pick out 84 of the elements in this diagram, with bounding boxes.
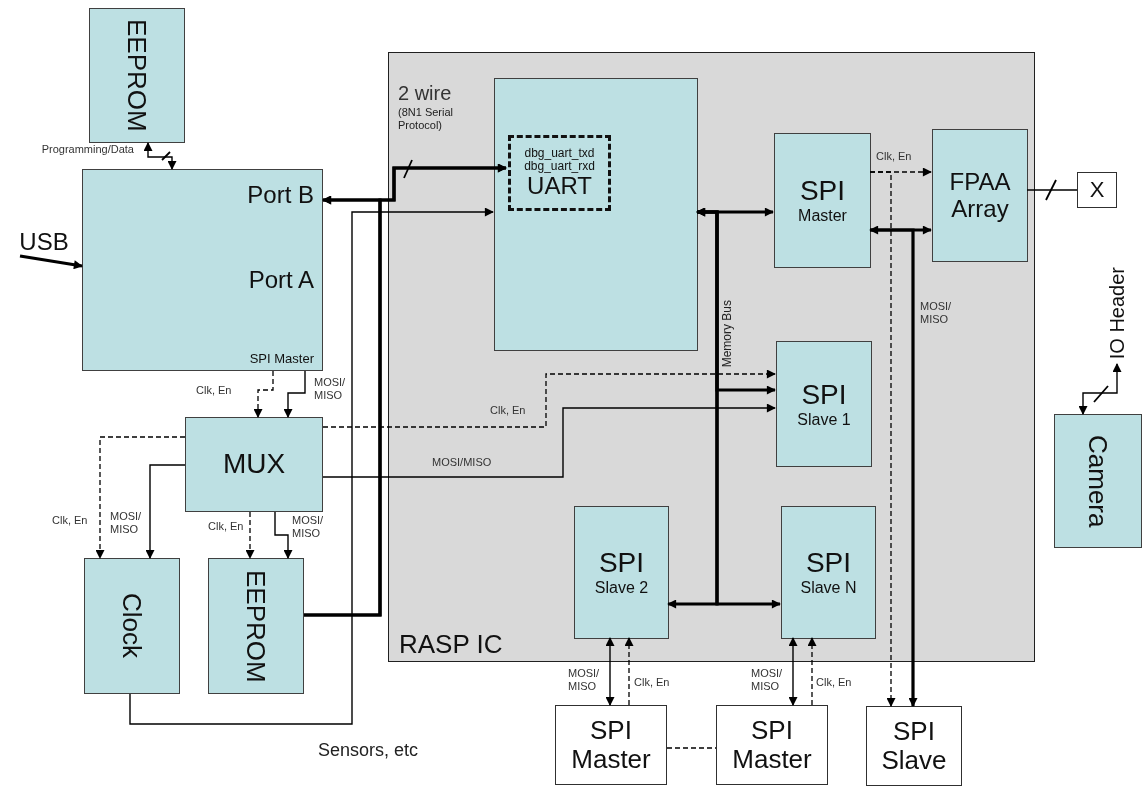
edge-label: Clk, En — [634, 676, 670, 689]
edge-label: MOSI/ MISO — [920, 300, 953, 326]
block-label: Slave 2 — [594, 579, 649, 597]
arrow — [245, 511, 255, 559]
block-box — [208, 558, 304, 694]
edge-label: Clk, En — [876, 150, 912, 163]
arrow — [19, 254, 83, 270]
edge-label: Programming/Data — [40, 143, 134, 156]
arrow — [807, 637, 817, 706]
block-box — [781, 506, 876, 639]
arrow — [145, 464, 186, 559]
arrow — [322, 369, 776, 428]
block-label: EEPROM — [241, 569, 271, 683]
arrow — [788, 637, 798, 706]
arrow — [129, 207, 494, 725]
text-label: Sensors, etc — [318, 740, 419, 761]
block-label: SPI — [598, 548, 645, 580]
block-box — [1077, 172, 1117, 208]
arrow — [143, 142, 177, 170]
block-label: Camera — [1083, 434, 1113, 528]
text-label: Memory Bus — [720, 300, 734, 368]
edge-label: MOSI/ MISO — [568, 667, 601, 693]
block-box — [84, 558, 180, 694]
edge-label: MOSI/ MISO — [314, 376, 347, 402]
block-label: SPI Master — [570, 716, 652, 774]
edge-label: Clk, En — [196, 384, 232, 397]
block-label: Slave N — [800, 579, 857, 597]
block-label: dbg_uart_txd — [524, 146, 595, 160]
arrow — [322, 403, 776, 478]
block-label: SPI — [805, 548, 852, 580]
port-label: IO Header — [1106, 266, 1128, 360]
edge-label: Clk, En — [816, 676, 852, 689]
block-box — [866, 706, 962, 786]
chip-boundary — [388, 52, 1035, 662]
arrow — [605, 637, 615, 706]
edge-label: Clk, En — [208, 520, 244, 533]
arrow — [95, 436, 186, 559]
edge-label: MOSI/ MISO — [292, 514, 325, 540]
block-label: Slave 1 — [797, 410, 851, 429]
block-box — [1054, 414, 1142, 548]
block-label: SPI Slave — [880, 717, 948, 775]
arrow — [283, 370, 306, 418]
block-label: X — [1089, 177, 1105, 203]
edge-label: Clk, En — [52, 514, 88, 527]
arrow — [274, 511, 293, 559]
block-label: UART — [527, 173, 592, 200]
block-label: dbg_uart_rxd — [524, 159, 595, 173]
block-label: SPI — [799, 176, 846, 208]
block-box — [776, 341, 872, 467]
text-label: (8N1 Serial Protocol) — [398, 106, 455, 132]
block-box — [774, 133, 871, 268]
block-box — [89, 8, 185, 143]
arrow — [304, 163, 507, 617]
block-box — [555, 705, 667, 785]
dashed-block — [508, 135, 611, 211]
block-label: Port A — [248, 266, 314, 294]
block-label: EEPROM — [122, 19, 152, 132]
block-box — [82, 169, 323, 371]
connector-line — [1026, 189, 1078, 191]
block-label: FPAA Array — [948, 169, 1012, 222]
edge-label: MOSI/ MISO — [751, 667, 784, 693]
arrow — [869, 171, 896, 707]
block-box — [716, 705, 828, 785]
arrow — [1078, 363, 1122, 415]
edge-label: MOSI/MISO — [432, 456, 492, 469]
port-label: USB — [19, 228, 69, 256]
block-label: SPI Master — [249, 351, 314, 366]
block-label: SPI Master — [731, 716, 813, 774]
block-label: RASP IC — [399, 630, 504, 659]
edge-label: MOSI/ MISO — [110, 510, 143, 536]
block-label: Master — [798, 207, 847, 225]
arrow — [624, 637, 634, 706]
edge-label: Clk, En — [490, 404, 526, 417]
block-box — [932, 129, 1028, 262]
block-box — [185, 417, 323, 512]
edge-label: 2 wire — [398, 82, 452, 105]
block-label: SPI — [801, 379, 847, 411]
arrow — [253, 370, 274, 418]
block-box — [494, 78, 698, 351]
block-label: MUX — [222, 449, 286, 480]
block-label: Clock — [117, 593, 147, 659]
arrow — [870, 228, 918, 707]
block-label: Port B — [247, 182, 314, 209]
block-box — [574, 506, 669, 639]
